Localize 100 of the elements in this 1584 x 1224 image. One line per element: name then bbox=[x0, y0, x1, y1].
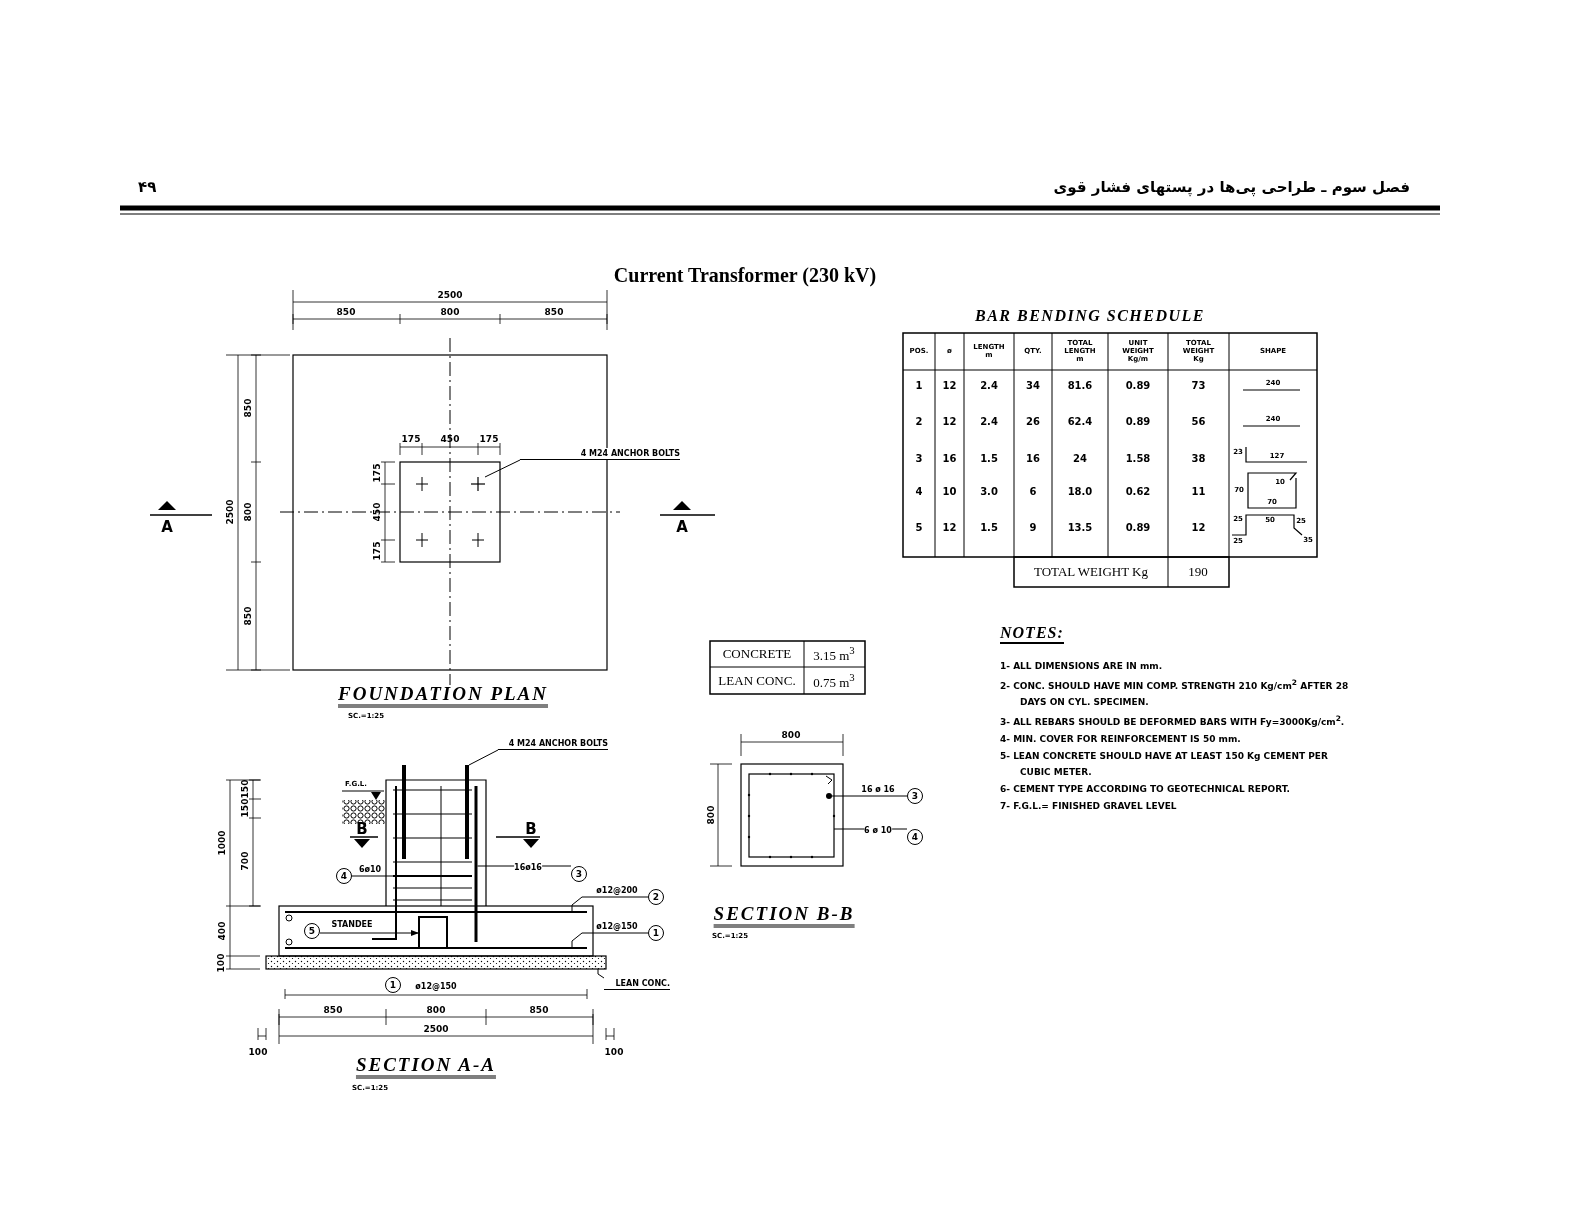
note-text: 5- LEAN CONCRETE SHOULD HAVE AT LEAST 150 Kg CEMENT PER CUBIC METER. bbox=[1000, 750, 1329, 779]
table-cell: 0.75 m$^{3}$ bbox=[813, 671, 855, 691]
callout-number: 1 bbox=[648, 925, 664, 941]
table-cell: 11 bbox=[1191, 485, 1206, 497]
dimension-text: 175 bbox=[401, 434, 421, 444]
dimension-text: 850 bbox=[243, 606, 253, 626]
table-cell: 16 bbox=[1026, 452, 1040, 464]
edge-label: 16ø16 bbox=[514, 862, 542, 872]
table-cell: 26 bbox=[1026, 415, 1040, 427]
dimension-text: 800 bbox=[781, 730, 801, 740]
lean-concrete-slab bbox=[265, 955, 607, 970]
dimension-text: 2500 bbox=[437, 290, 463, 300]
callout-number: 4 bbox=[907, 829, 923, 845]
leader-line bbox=[351, 875, 394, 877]
dimension-text: 450 bbox=[440, 434, 460, 444]
dimension-text: 175 bbox=[479, 434, 499, 444]
section-mark-letter: B bbox=[356, 820, 368, 838]
dimension-text: 800 bbox=[440, 307, 460, 317]
edge-label: ø12@200 bbox=[596, 885, 638, 895]
table-cell: 12 bbox=[942, 521, 957, 533]
table-cell: 190 bbox=[1188, 564, 1208, 580]
view-title: FOUNDATION PLAN bbox=[338, 682, 548, 708]
leader-line bbox=[319, 930, 420, 936]
edge-label: STANDEE bbox=[331, 919, 373, 929]
dimension-text: 175 bbox=[372, 541, 382, 561]
table-cell: 4 bbox=[915, 485, 923, 497]
table-cell: 1 bbox=[915, 379, 923, 391]
table-cell: 3.15 m$^{3}$ bbox=[813, 644, 855, 664]
view-title: SECTION B-B bbox=[713, 902, 855, 928]
table-cell: 34 bbox=[1026, 379, 1040, 391]
callout-number: 3 bbox=[907, 788, 923, 804]
table-cell: 13.5 bbox=[1067, 521, 1093, 533]
table-cell: 1.5 bbox=[980, 452, 998, 464]
dimension-text: 850 bbox=[323, 1005, 343, 1015]
diagram-title: Current Transformer (230 kV) bbox=[613, 263, 877, 287]
leader-line bbox=[484, 459, 521, 478]
table-cell: 18.0 bbox=[1067, 485, 1093, 497]
rebar-dot bbox=[826, 793, 832, 799]
dimension-text: 150 bbox=[240, 798, 250, 818]
note-text: 2- CONC. SHOULD HAVE MIN COMP. STRENGTH 210 Kg/cm$^{2}$ AFTER 28 DAYS ON CYL. SPECIMEN. bbox=[1000, 677, 1350, 709]
note-text: 4- MIN. COVER FOR REINFORCEMENT IS 50 mm. bbox=[1000, 733, 1242, 746]
dimension-text: 100 bbox=[216, 953, 226, 973]
edge-label: 6 ø 10 bbox=[864, 825, 892, 835]
table-cell: 12 bbox=[1191, 521, 1206, 533]
rebar-tie bbox=[748, 773, 835, 858]
leader-line bbox=[571, 896, 649, 912]
table-cell: 2 bbox=[915, 415, 923, 427]
table-cell: TOTAL WEIGHT Kg bbox=[1034, 564, 1148, 580]
dimension-text: 1000 bbox=[217, 830, 227, 856]
note-text: 6- CEMENT TYPE ACCORDING TO GEOTECHNICAL REPORT. bbox=[1000, 783, 1291, 796]
edge-label: ø12@150 bbox=[596, 921, 638, 931]
table-cell: 2.4 bbox=[980, 415, 998, 427]
callout-label: 4 M24 ANCHOR BOLTS bbox=[520, 448, 680, 460]
callout-number: 1 bbox=[385, 977, 401, 993]
standee-bar bbox=[418, 916, 448, 950]
table-cell: 0.89 bbox=[1125, 379, 1151, 391]
bolt-cross-mark bbox=[470, 476, 486, 492]
table-cell: 1.5 bbox=[980, 521, 998, 533]
page-header-text: فصل سوم ـ طراحی پی‌ها در پستهای فشار قوی bbox=[1053, 178, 1410, 196]
section-mark-letter: A bbox=[161, 518, 173, 536]
dimension-text: 850 bbox=[529, 1005, 549, 1015]
table-cell: 24 bbox=[1073, 452, 1087, 464]
edge-label: 16 ø 16 bbox=[861, 784, 895, 794]
dimension-text: 700 bbox=[240, 851, 250, 871]
dimension-text: 800 bbox=[243, 502, 253, 522]
leader-line bbox=[597, 968, 605, 979]
table-cell: 81.6 bbox=[1067, 379, 1093, 391]
note-text: 3- ALL REBARS SHOULD BE DEFORMED BARS WITH Fy=3000Kg/cm$^{2}$. bbox=[1000, 713, 1346, 729]
notes-heading: NOTES: bbox=[1000, 624, 1064, 644]
table-cell: 0.62 bbox=[1125, 485, 1151, 497]
table-cell: 73 bbox=[1191, 379, 1206, 391]
table-cell: 0.89 bbox=[1125, 521, 1151, 533]
callout-number: 4 bbox=[336, 868, 352, 884]
callout-label: LEAN CONC. bbox=[604, 978, 670, 990]
dimension-text: 450 bbox=[372, 502, 382, 522]
table-cell: 12 bbox=[942, 379, 957, 391]
note-text: 1- ALL DIMENSIONS ARE IN mm. bbox=[1000, 660, 1164, 673]
dimension-text: 800 bbox=[426, 1005, 446, 1015]
section-mark-letter: A bbox=[676, 518, 688, 536]
view-title: SECTION A-A bbox=[355, 1053, 497, 1079]
table-cell: 62.4 bbox=[1067, 415, 1093, 427]
bar-mark-label: ø12@150 bbox=[415, 981, 457, 991]
note-text: 7- F.G.L.= FINISHED GRAVEL LEVEL bbox=[1000, 800, 1178, 813]
table-cell: CONCRETE bbox=[722, 646, 792, 662]
dimension-text: 150 bbox=[240, 779, 250, 799]
dimension-text: 400 bbox=[217, 921, 227, 941]
dimension-text: 100 bbox=[248, 1047, 268, 1057]
edge-label: 6ø10 bbox=[358, 864, 382, 874]
page-number: ۴۹ bbox=[138, 178, 157, 196]
table-cell: 9 bbox=[1029, 521, 1037, 533]
table-cell: 3 bbox=[915, 452, 923, 464]
callout-number: 3 bbox=[571, 866, 587, 882]
dimension-text: 850 bbox=[336, 307, 356, 317]
dimension-text: 850 bbox=[243, 398, 253, 418]
vertical-rebar bbox=[474, 786, 478, 942]
table-cell: 0.89 bbox=[1125, 415, 1151, 427]
dimension-text: 100 bbox=[604, 1047, 624, 1057]
table-cell: 5 bbox=[915, 521, 923, 533]
callout-number: 5 bbox=[304, 923, 320, 939]
dimension-text: 850 bbox=[544, 307, 564, 317]
